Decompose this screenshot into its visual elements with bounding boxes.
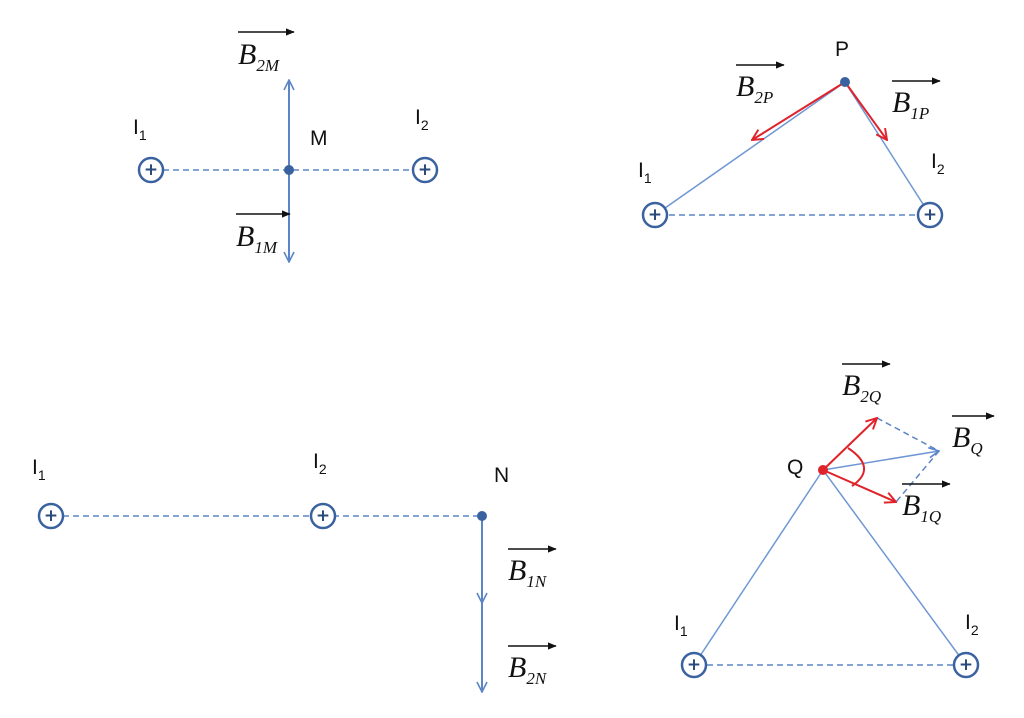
p-label-i2-base: I bbox=[931, 150, 937, 173]
n-wire-i2-symbol: + bbox=[316, 506, 330, 526]
point-n-dot bbox=[477, 511, 487, 521]
n-point-label: N bbox=[494, 464, 509, 487]
bq-label-base: B bbox=[952, 421, 970, 454]
m-wire-i1: + bbox=[137, 156, 165, 184]
b1q-arrow bbox=[822, 469, 896, 502]
panel-n: + + I1 I2 N B1N B2N bbox=[32, 450, 557, 692]
b2m-label: B2M bbox=[238, 38, 280, 75]
b2p-label: B2P bbox=[736, 70, 773, 107]
point-q-dot bbox=[818, 465, 828, 475]
q-wire-i2: + bbox=[952, 651, 980, 679]
m-wire-i2: + bbox=[411, 156, 439, 184]
n-label-i1-sub: 1 bbox=[38, 467, 46, 483]
m-label-i1: I1 bbox=[133, 116, 147, 143]
p-wire-i2-symbol: + bbox=[923, 205, 937, 225]
panel-q: + + Q I1 I2 B2Q BQ B1Q bbox=[674, 360, 995, 679]
b1n-label-sub: 1N bbox=[526, 572, 548, 591]
m-label-i1-base: I bbox=[133, 116, 139, 139]
p-line-i2 bbox=[844, 81, 931, 216]
b2m-label-base: B bbox=[238, 38, 256, 71]
n-label-i1: I1 bbox=[32, 456, 46, 483]
b1m-label: B1M bbox=[236, 220, 278, 257]
n-label-i2-sub: 2 bbox=[319, 461, 327, 477]
b2m-label-sub: 2M bbox=[256, 56, 280, 75]
p-label-i2: I2 bbox=[931, 150, 945, 177]
b2q-label-sub: 2Q bbox=[860, 387, 881, 406]
p-label-i1: I1 bbox=[638, 159, 652, 186]
q-angle-arc bbox=[847, 447, 865, 487]
m-label-i1-sub: 1 bbox=[139, 127, 147, 143]
b1q-label-base: B bbox=[902, 489, 920, 522]
b2n-label: B2N bbox=[508, 651, 548, 688]
b2q-arrow bbox=[822, 418, 877, 471]
q-label-i2-sub: 2 bbox=[971, 622, 979, 638]
q-point-label: Q bbox=[787, 456, 803, 479]
q-wire-i1: + bbox=[680, 651, 708, 679]
p-line-i1 bbox=[654, 81, 846, 216]
bq-label: BQ bbox=[952, 421, 983, 458]
b1q-label-sub: 1Q bbox=[920, 507, 941, 526]
q-line-i2 bbox=[822, 469, 967, 666]
bq-arrow bbox=[822, 451, 939, 471]
n-label-i1-base: I bbox=[32, 456, 38, 479]
q-wire-i2-symbol: + bbox=[959, 655, 973, 675]
m-label-i2-sub: 2 bbox=[421, 117, 429, 133]
q-label-i2-base: I bbox=[965, 611, 971, 634]
m-wire-i2-symbol: + bbox=[418, 160, 432, 180]
q-label-i1-base: I bbox=[674, 612, 680, 635]
n-wire-i1: + bbox=[37, 502, 65, 530]
b1n-label: B1N bbox=[508, 554, 548, 591]
b2q-label: B2Q bbox=[842, 369, 881, 406]
q-label-i2: I2 bbox=[965, 611, 979, 638]
point-m-dot bbox=[284, 165, 294, 175]
p-label-i1-sub: 1 bbox=[644, 170, 652, 186]
panel-m: + + I1 I2 M B2M B1M bbox=[133, 28, 439, 262]
m-wire-i1-symbol: + bbox=[144, 160, 158, 180]
n-label-i2-base: I bbox=[313, 450, 319, 473]
p-wire-i2: + bbox=[916, 201, 944, 229]
q-label-i1: I1 bbox=[674, 612, 688, 639]
b2p-label-base: B bbox=[736, 70, 754, 103]
p-label-i2-sub: 2 bbox=[937, 161, 945, 177]
m-label-i2-base: I bbox=[415, 106, 421, 129]
b2q-label-base: B bbox=[842, 369, 860, 402]
n-label-i2: I2 bbox=[313, 450, 327, 477]
b1n-label-base: B bbox=[508, 554, 526, 587]
q-label-i1-sub: 1 bbox=[680, 623, 688, 639]
b1q-label: B1Q bbox=[902, 489, 941, 526]
b1p-label-sub: 1P bbox=[910, 104, 929, 123]
bq-label-sub: Q bbox=[970, 439, 982, 458]
b1p-label-base: B bbox=[892, 86, 910, 119]
q-wire-i1-symbol: + bbox=[687, 655, 701, 675]
p-label-i1-base: I bbox=[638, 159, 644, 182]
b2p-label-sub: 2P bbox=[754, 88, 773, 107]
m-label-i2: I2 bbox=[415, 106, 429, 133]
b2p-arrow bbox=[752, 81, 846, 140]
p-point-label: P bbox=[835, 38, 849, 61]
b1m-label-sub: 1M bbox=[254, 238, 278, 257]
n-wire-i2: + bbox=[309, 502, 337, 530]
m-point-label: M bbox=[310, 127, 328, 150]
p-wire-i1: + bbox=[641, 201, 669, 229]
n-wire-i1-symbol: + bbox=[44, 506, 58, 526]
panel-p: + + P I1 I2 B2P B1P bbox=[638, 38, 945, 229]
b1m-label-base: B bbox=[236, 220, 254, 253]
q-line-i1 bbox=[693, 469, 824, 666]
b1p-arrow bbox=[844, 81, 887, 140]
point-p-dot bbox=[840, 77, 850, 87]
b1p-label: B1P bbox=[892, 86, 929, 123]
p-wire-i1-symbol: + bbox=[648, 205, 662, 225]
b2n-label-sub: 2N bbox=[526, 669, 548, 688]
b2n-label-base: B bbox=[508, 651, 526, 684]
